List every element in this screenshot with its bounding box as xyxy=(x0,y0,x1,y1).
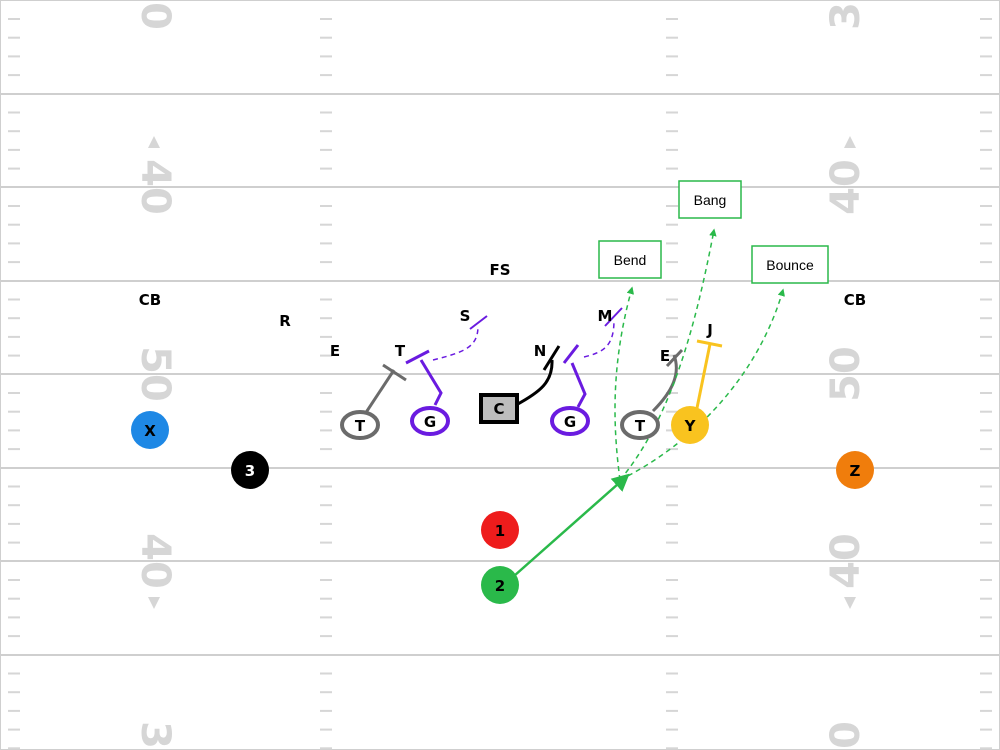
defender-e-right: E xyxy=(660,347,670,365)
defense: CB CB FS R E T S N M E J xyxy=(139,261,866,365)
bang-route xyxy=(619,228,717,481)
player-g-right[interactable]: G xyxy=(550,406,590,436)
svg-text:T: T xyxy=(355,417,366,435)
bounce-route xyxy=(619,288,785,481)
player-t-right[interactable]: T xyxy=(620,410,660,440)
defender-s: S xyxy=(460,307,471,325)
yard-number-left-bottom: 3 xyxy=(132,721,178,749)
bounce-label: Bounce xyxy=(766,257,814,273)
yard-lines xyxy=(0,93,1000,656)
player-3[interactable]: 3 xyxy=(231,451,269,489)
defense-jam-marks xyxy=(469,307,623,330)
defender-cb-right: CB xyxy=(844,291,866,309)
defender-cb-left: CB xyxy=(139,291,161,309)
qb-drop-route xyxy=(513,473,630,577)
svg-text:2: 2 xyxy=(495,577,505,595)
player-2[interactable]: 2 xyxy=(481,566,519,604)
player-t-left[interactable]: T xyxy=(340,410,380,440)
defense-drops xyxy=(432,319,615,361)
yard-number-right-mid: 50 xyxy=(823,346,869,402)
player-z[interactable]: Z xyxy=(836,451,874,489)
yard-number-left-lower: 40 xyxy=(132,533,178,589)
player-c[interactable]: C xyxy=(479,393,519,424)
yard-number-left-upper: 40 xyxy=(132,159,178,215)
blocking-lines xyxy=(363,339,723,415)
defender-n: N xyxy=(534,342,547,360)
bang-label: Bang xyxy=(694,192,727,208)
svg-text:Y: Y xyxy=(684,417,697,435)
svg-text:G: G xyxy=(424,413,436,431)
svg-text:3: 3 xyxy=(245,462,255,480)
player-y[interactable]: Y xyxy=(671,406,709,444)
player-x[interactable]: X xyxy=(131,411,169,449)
bend-route xyxy=(614,286,635,481)
defender-j: J xyxy=(706,321,713,339)
yard-number-right-top: 3 xyxy=(823,2,869,30)
defender-fs: FS xyxy=(489,261,510,279)
yard-number-left-mid: 50 xyxy=(132,346,178,402)
offense: X 3 T G C G T Y xyxy=(131,393,874,604)
direction-arrow-icon xyxy=(148,136,160,148)
direction-arrow-icon xyxy=(844,136,856,148)
yard-number-right-bottom: 0 xyxy=(823,721,869,749)
defender-t: T xyxy=(395,342,406,360)
player-1[interactable]: 1 xyxy=(481,511,519,549)
yard-numbers: 0 40 50 40 3 3 40 50 40 0 xyxy=(132,2,869,749)
direction-arrow-icon xyxy=(148,597,160,609)
hash-marks xyxy=(8,18,992,750)
defender-r: R xyxy=(279,312,291,330)
yard-number-left-top: 0 xyxy=(132,2,178,30)
route-labels: Bend Bang Bounce xyxy=(598,180,829,284)
yard-number-right-lower: 40 xyxy=(823,533,869,589)
svg-text:X: X xyxy=(144,422,156,440)
svg-text:Z: Z xyxy=(850,462,861,480)
svg-text:T: T xyxy=(635,417,646,435)
yard-number-right-upper: 40 xyxy=(823,159,869,215)
pass-routes xyxy=(614,228,785,481)
svg-text:C: C xyxy=(493,400,504,418)
player-g-left[interactable]: G xyxy=(410,406,450,436)
defender-e-left: E xyxy=(330,342,340,360)
svg-text:1: 1 xyxy=(495,522,505,540)
svg-text:G: G xyxy=(564,413,576,431)
bend-label: Bend xyxy=(614,252,647,268)
direction-arrow-icon xyxy=(844,597,856,609)
defender-m: M xyxy=(598,307,613,325)
